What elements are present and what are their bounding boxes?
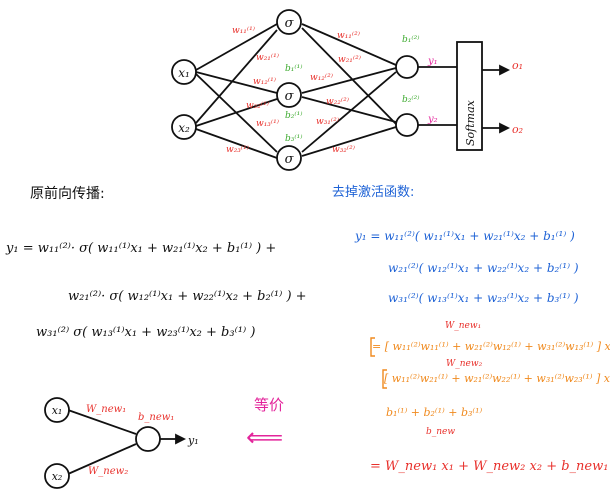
forward-line-3: w₃₁⁽²⁾ σ( w₁₃⁽¹⁾x₁ + w₂₃⁽¹⁾x₂ + b₃⁽¹⁾ ) xyxy=(36,325,255,340)
label-o2: o₂ xyxy=(512,123,523,136)
edge-h3-y1 xyxy=(301,71,397,153)
small-network xyxy=(44,397,187,489)
label-x2: x₂ xyxy=(178,121,190,135)
edge-x1-h1 xyxy=(195,23,278,71)
edge-h2-y1 xyxy=(301,67,397,94)
linear-line-1: y₁ = w₁₁⁽²⁾( w₁₁⁽¹⁾x₁ + w₂₁⁽¹⁾x₂ + b₁⁽¹⁾… xyxy=(354,229,575,243)
edge-h2-y2 xyxy=(301,96,397,123)
weight-w21-2: w₂₁⁽²⁾ xyxy=(338,54,361,65)
weight-w31-2: w₃₁⁽²⁾ xyxy=(316,116,339,127)
node-hidden-3 xyxy=(276,145,302,171)
grouped-line-2: [ w₁₁⁽²⁾w₂₁⁽¹⁾ + w₂₁⁽²⁾w₂₂⁽¹⁾ + w₃₁⁽²⁾w₂… xyxy=(384,372,610,385)
edge-x2-h3 xyxy=(195,128,278,159)
bias-b2-2: b₂⁽²⁾ xyxy=(402,94,419,105)
edge-h3-y2 xyxy=(301,126,397,157)
label-h1: σ xyxy=(285,16,295,31)
equiv-label: 等价 xyxy=(254,396,284,414)
edge-h1-y2 xyxy=(301,27,397,125)
weight-w21-1: w₂₁⁽¹⁾ xyxy=(256,52,279,63)
weight-w22-1: w₂₂⁽¹⁾ xyxy=(246,100,269,111)
arrow-o2 xyxy=(499,122,511,134)
network-diagram xyxy=(171,9,511,171)
equiv-arrow: ⟸ xyxy=(246,423,283,453)
softmax-box xyxy=(456,41,483,151)
bias-b2-1: b₂⁽¹⁾ xyxy=(285,110,302,121)
weight-w12-1: w₁₂⁽¹⁾ xyxy=(253,76,276,87)
label-y1: y₁ xyxy=(427,56,438,67)
weight-w13-1: w₁₃⁽¹⁾ xyxy=(256,118,279,129)
label-y2: y₂ xyxy=(427,114,438,125)
bracket-left-1 xyxy=(370,337,375,357)
small-weight-1: W_new₁ xyxy=(86,404,126,415)
label-w-new1: W_new₁ xyxy=(445,321,481,331)
grouped-line-1: = [ w₁₁⁽²⁾w₁₁⁽¹⁾ + w₂₁⁽²⁾w₁₂⁽¹⁾ + w₃₁⁽²⁾… xyxy=(372,340,610,353)
bias-b1-2: b₁⁽²⁾ xyxy=(402,34,419,45)
weight-w22-2: w₂₂⁽²⁾ xyxy=(326,96,349,107)
bias-b3-1: b₃⁽¹⁾ xyxy=(285,133,302,144)
label-b-new: b_new xyxy=(426,427,455,437)
edge-h1-y1 xyxy=(301,23,397,66)
heading-forward: 原前向传播: xyxy=(30,185,105,202)
small-node-y1 xyxy=(135,426,161,452)
forward-line-1: y₁ = w₁₁⁽²⁾· σ( w₁₁⁽¹⁾x₁ + w₂₁⁽¹⁾x₂ + b₁… xyxy=(5,241,276,256)
edge-small-x2 xyxy=(67,443,137,475)
arrow-small-out xyxy=(175,433,187,445)
label-h2: σ xyxy=(285,89,295,104)
small-label-x2: x₂ xyxy=(52,470,63,483)
weight-w32-2: w₃₂⁽²⁾ xyxy=(332,144,355,155)
node-y1 xyxy=(395,55,419,79)
small-node-x2 xyxy=(44,463,70,489)
small-label-y1: y₁ xyxy=(187,434,199,447)
edge-x1-h2 xyxy=(195,71,278,94)
weight-w11-1: w₁₁⁽¹⁾ xyxy=(232,25,255,36)
label-softmax: Softmax xyxy=(464,99,477,146)
small-node-x1 xyxy=(44,397,70,423)
edge-x2-h2 xyxy=(195,98,278,127)
node-hidden-1 xyxy=(276,9,302,35)
small-label-x1: x₁ xyxy=(52,404,63,417)
bias-sum-line: b₁⁽¹⁾ + b₂⁽¹⁾ + b₃⁽¹⁾ xyxy=(386,406,483,419)
final-line: = W_new₁ x₁ + W_new₂ x₂ + b_new₁ xyxy=(370,459,608,474)
node-x1 xyxy=(171,59,197,85)
weight-w23-1: w₂₃⁽¹⁾ xyxy=(226,144,249,155)
bracket-left-2 xyxy=(382,369,387,389)
linear-line-3: w₃₁⁽²⁾( w₁₃⁽¹⁾x₁ + w₂₃⁽¹⁾x₂ + b₃⁽¹⁾ ) xyxy=(388,291,579,305)
weight-w12-2: w₁₂⁽²⁾ xyxy=(310,72,333,83)
linear-line-2: w₂₁⁽²⁾( w₁₂⁽¹⁾x₁ + w₂₂⁽¹⁾x₂ + b₂⁽¹⁾ ) xyxy=(388,261,579,275)
small-bias: b_new₁ xyxy=(138,412,174,423)
edge-x2-h1 xyxy=(195,29,278,124)
edge-small-x1 xyxy=(67,409,137,435)
bias-b1-1: b₁⁽¹⁾ xyxy=(285,63,302,74)
label-h3: σ xyxy=(285,152,295,167)
label-o1: o₁ xyxy=(512,59,523,72)
arrow-o1 xyxy=(499,64,511,76)
heading-no-activation: 去掉激活函数: xyxy=(332,185,414,200)
small-weight-2: W_new₂ xyxy=(88,466,128,477)
grouping-brackets xyxy=(370,337,387,389)
label-x1: x₁ xyxy=(178,66,190,80)
label-w-new2: W_new₂ xyxy=(446,359,483,369)
node-x2 xyxy=(171,114,197,140)
node-y2 xyxy=(395,113,419,137)
node-hidden-2 xyxy=(276,82,302,108)
weight-w11-2: w₁₁⁽²⁾ xyxy=(337,30,360,41)
forward-line-2: w₂₁⁽²⁾· σ( w₁₂⁽¹⁾x₁ + w₂₂⁽¹⁾x₂ + b₂⁽¹⁾ )… xyxy=(68,289,307,304)
